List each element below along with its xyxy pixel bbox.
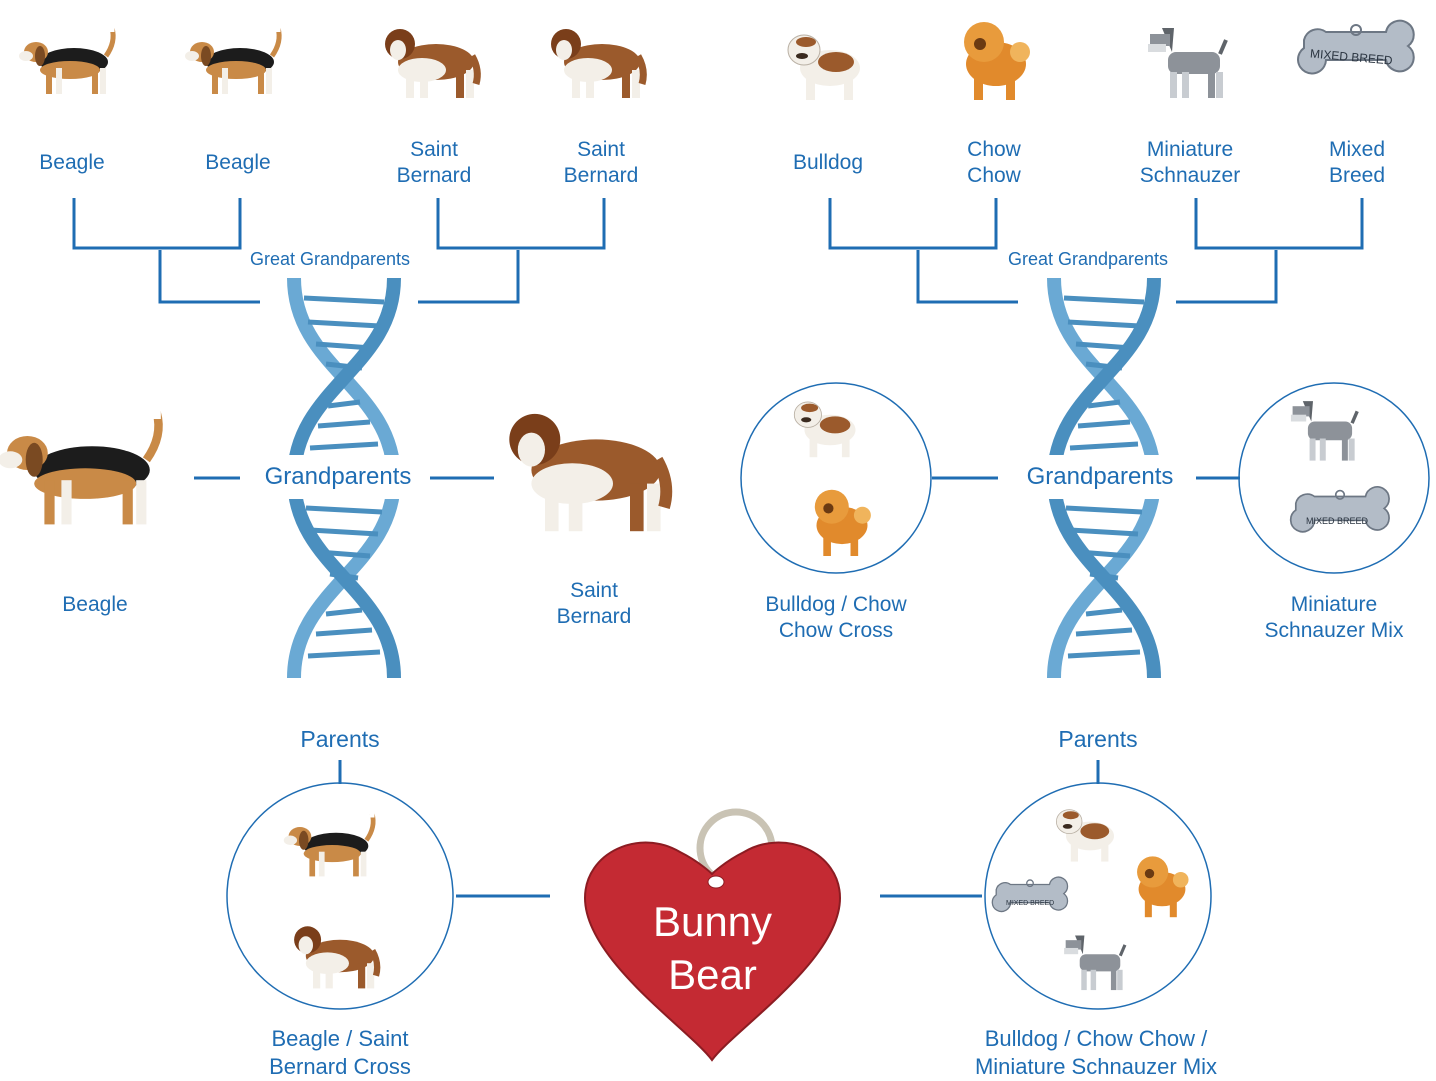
grandparent-label: Beagle [62, 592, 127, 618]
schnauzer-image [1064, 935, 1125, 990]
great-grandparent-label: Bulldog [793, 150, 863, 176]
bulldog-image [1056, 810, 1114, 862]
saint-bernard-image [294, 926, 377, 988]
bulldog-image [788, 35, 860, 100]
grandparents-label-right: Grandparents [1027, 463, 1174, 491]
great-grandparents-label-right: Great Grandparents [1006, 249, 1170, 270]
chow-chow-image [1137, 856, 1188, 917]
beagle-image [284, 812, 373, 877]
grandparent-beagle-image [0, 409, 159, 525]
parent-label: Bulldog / Chow Chow /Miniature Schnauzer… [975, 1025, 1217, 1081]
bulldog-chow-cross-circle [741, 383, 931, 573]
schnauzer-image [1148, 28, 1226, 98]
great-grandparents-label-left: Great Grandparents [248, 249, 412, 270]
schnauzer-mix-circle [1239, 383, 1429, 573]
saint-bernard-image [551, 29, 643, 98]
beagle-image [19, 26, 113, 94]
grandparent-saint-bernard-image [509, 414, 666, 531]
great-grandparent-dog-images [19, 21, 1414, 100]
saint-bernard-image [385, 29, 477, 98]
mixed-breed-tag-text: MIXED BREED [1306, 516, 1368, 526]
mixed-breed-tag-text: MIXED BREED [1006, 900, 1054, 907]
chow-chow-image [964, 22, 1030, 100]
great-grandparent-label: Beagle [205, 150, 270, 176]
great-grandparent-label: Beagle [39, 150, 104, 176]
bulldog-image [794, 402, 855, 457]
schnauzer-image [1291, 401, 1357, 461]
grandparents-label-left: Grandparents [265, 463, 412, 491]
beagle-saint-bernard-cross-circle [227, 783, 453, 1009]
beagle-image [185, 26, 279, 94]
parents-label-left: Parents [300, 726, 379, 753]
chow-chow-image [815, 490, 871, 556]
parents-label-right: Parents [1058, 726, 1137, 753]
